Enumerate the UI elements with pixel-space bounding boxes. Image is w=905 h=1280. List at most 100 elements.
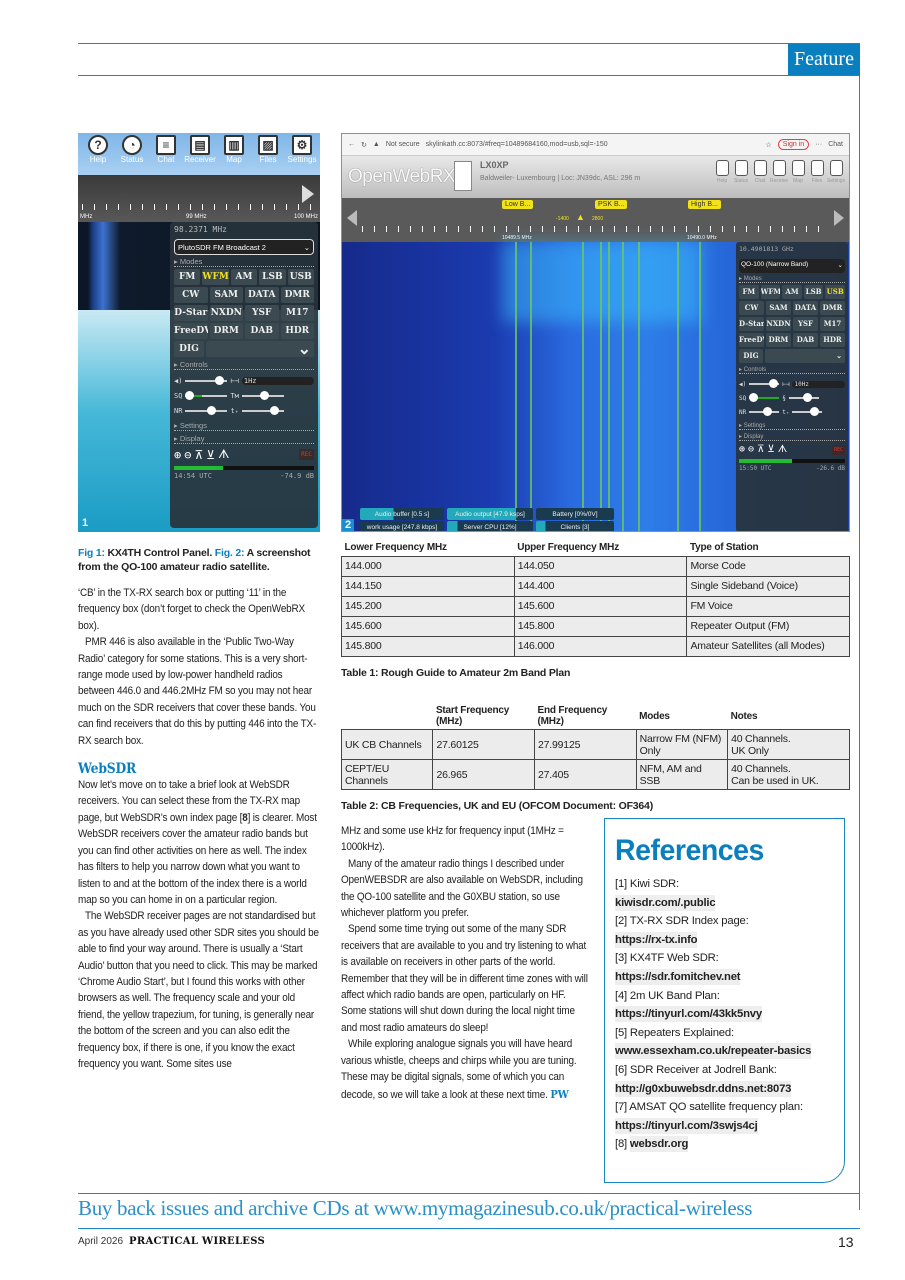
zoom-band-icon[interactable]: ⊼ — [757, 444, 765, 455]
reference-link[interactable]: https://tinyurl.com/3swjs4cj — [615, 1117, 758, 1134]
mode-button-nxdn[interactable]: NXDN — [766, 317, 791, 331]
dig-select[interactable]: ⌄ — [765, 349, 845, 363]
mode-button-dig[interactable]: DIG — [739, 349, 763, 363]
mode-button-dig[interactable]: DIG — [174, 341, 204, 357]
mode-button-lsb[interactable]: LSB — [803, 285, 824, 299]
tuning-trapezium-icon[interactable]: ▲ — [576, 212, 585, 222]
scroll-left-icon[interactable] — [347, 210, 357, 226]
nr-slider[interactable] — [749, 407, 780, 416]
toolbar-settings-button[interactable]: ⚙Settings — [286, 135, 318, 164]
mode-button-ysf[interactable]: YSF — [245, 305, 279, 321]
back-issues-banner[interactable]: Buy back issues and archive CDs at www.m… — [78, 1196, 753, 1220]
copilot-chat-button[interactable]: Chat — [828, 141, 843, 148]
mode-button-dab[interactable]: DAB — [793, 333, 818, 347]
favorite-icon[interactable]: ☆ — [765, 141, 772, 149]
volume-slider[interactable] — [185, 375, 228, 385]
mode-button-lsb[interactable]: LSB — [259, 269, 286, 285]
settings-section[interactable]: ▸ Settings — [174, 421, 314, 431]
mode-button-usb[interactable]: USB — [287, 269, 314, 285]
reference-link[interactable]: https://rx-tx.info — [615, 931, 698, 948]
more-icon[interactable]: ··· — [815, 141, 823, 148]
spectrum-icon[interactable]: ᗑ — [777, 444, 788, 455]
back-icon[interactable]: ← — [348, 141, 355, 148]
toolbar-receiver-button[interactable]: ▤Receiver — [184, 135, 216, 164]
modes-section[interactable]: ▸ Modes — [739, 275, 845, 283]
reference-link[interactable]: https://sdr.fomitchev.net — [615, 968, 741, 985]
mode-button-m17[interactable]: M17 — [280, 305, 314, 321]
mode-button-m17[interactable]: M17 — [820, 317, 845, 331]
display-section[interactable]: ▸ Display — [174, 434, 314, 444]
mode-button-cw[interactable]: CW — [174, 287, 208, 303]
bookmark-tag[interactable]: High B... — [688, 200, 721, 209]
zoom-out-icon[interactable]: ⊖ — [748, 444, 755, 455]
agc-slider[interactable] — [788, 393, 819, 402]
bookmark-tag[interactable]: Low B... — [502, 200, 534, 209]
mode-button-usb[interactable]: USB — [825, 285, 845, 299]
scroll-right-icon[interactable] — [302, 185, 314, 203]
mode-button-dmr[interactable]: DMR — [820, 301, 845, 315]
reference-link[interactable]: http://g0xbuwebsdr.ddns.net:8073 — [615, 1080, 792, 1097]
reference-link[interactable]: https://tinyurl.com/43kk5nvy — [615, 1006, 762, 1023]
sign-in-button[interactable]: Sign in — [777, 139, 810, 150]
mode-button-sam[interactable]: SAM — [766, 301, 791, 315]
mode-button-sam[interactable]: SAM — [209, 287, 243, 303]
frequency-display[interactable]: 10.4901813 GHz — [739, 245, 794, 253]
mode-button-fm[interactable]: FM — [174, 269, 201, 285]
bookmark-tag[interactable]: PSK B... — [595, 200, 628, 209]
dig-select[interactable]: ⌄ — [206, 341, 314, 357]
reference-link[interactable]: www.essexham.co.uk/repeater-basics — [615, 1043, 812, 1060]
toolbar-status-button[interactable]: Status — [732, 160, 750, 184]
mode-button-data[interactable]: DATA — [793, 301, 818, 315]
mode-button-wfm[interactable]: WFM — [760, 285, 781, 299]
step-select[interactable]: 1Hz — [241, 376, 314, 385]
toolbar-files-button[interactable]: ▨Files — [252, 135, 284, 164]
squelch-slider[interactable] — [185, 390, 228, 400]
mode-button-dmr[interactable]: DMR — [280, 287, 314, 303]
toolbar-chat-button[interactable]: ≡Chat — [150, 135, 182, 164]
address-bar[interactable]: skylinkath.cc:8073/#freq=10489684160,mod… — [425, 141, 608, 148]
mode-button-freedv[interactable]: FreeDV — [739, 333, 764, 347]
reference-link[interactable]: websdr.org — [629, 1136, 689, 1153]
profile-select[interactable]: PlutoSDR FM Broadcast 2⌄ — [174, 239, 314, 255]
agc-slider[interactable] — [241, 390, 284, 400]
mode-button-wfm[interactable]: WFM — [202, 269, 229, 285]
mode-button-am[interactable]: AM — [230, 269, 258, 285]
volume-slider[interactable] — [749, 379, 780, 388]
reference-link[interactable]: kiwisdr.com/.public — [615, 894, 716, 911]
settings-section[interactable]: ▸ Settings — [739, 422, 845, 430]
nr-slider[interactable] — [185, 405, 228, 415]
zoom-out-icon[interactable]: ⊖ — [184, 447, 192, 462]
controls-section[interactable]: ▸ Controls — [174, 360, 314, 370]
mode-button-d-star[interactable]: D-Star — [739, 317, 764, 331]
toolbar-help-button[interactable]: ?Help — [82, 135, 114, 164]
gain-slider[interactable] — [792, 407, 823, 416]
record-button[interactable]: REC — [299, 449, 314, 460]
mode-button-freedv[interactable]: FreeDV — [174, 323, 208, 339]
step-select[interactable]: 10Hz — [792, 380, 845, 388]
toolbar-files-button[interactable]: Files — [808, 160, 826, 184]
mode-button-drm[interactable]: DRM — [766, 333, 791, 347]
mode-button-am[interactable]: AM — [782, 285, 802, 299]
mode-button-d-star[interactable]: D-Star — [174, 305, 208, 321]
scroll-right-icon[interactable] — [834, 210, 844, 226]
mode-button-ysf[interactable]: YSF — [793, 317, 818, 331]
mode-button-fm[interactable]: FM — [739, 285, 759, 299]
mode-button-dab[interactable]: DAB — [245, 323, 279, 339]
toolbar-receiver-button[interactable]: Receiver — [770, 160, 788, 184]
mode-button-hdr[interactable]: HDR — [280, 323, 314, 339]
frequency-display[interactable]: 98.2371 MHz — [174, 225, 227, 234]
profile-select[interactable]: QO-100 (Narrow Band)⌄ — [739, 259, 845, 273]
zoom-fit-icon[interactable]: ⊻ — [206, 447, 216, 462]
zoom-in-icon[interactable]: ⊕ — [739, 444, 746, 455]
zoom-fit-icon[interactable]: ⊻ — [767, 444, 775, 455]
modes-section[interactable]: ▸ Modes — [174, 257, 314, 267]
zoom-in-icon[interactable]: ⊕ — [174, 447, 182, 462]
mode-button-data[interactable]: DATA — [245, 287, 279, 303]
record-button[interactable]: REC — [831, 444, 845, 455]
squelch-slider[interactable] — [749, 393, 780, 402]
toolbar-chat-button[interactable]: Chat — [751, 160, 769, 184]
zoom-band-icon[interactable]: ⊼ — [194, 447, 204, 462]
spectrum-icon[interactable]: ᗑ — [218, 447, 230, 461]
controls-section[interactable]: ▸ Controls — [739, 366, 845, 374]
mode-button-drm[interactable]: DRM — [209, 323, 243, 339]
